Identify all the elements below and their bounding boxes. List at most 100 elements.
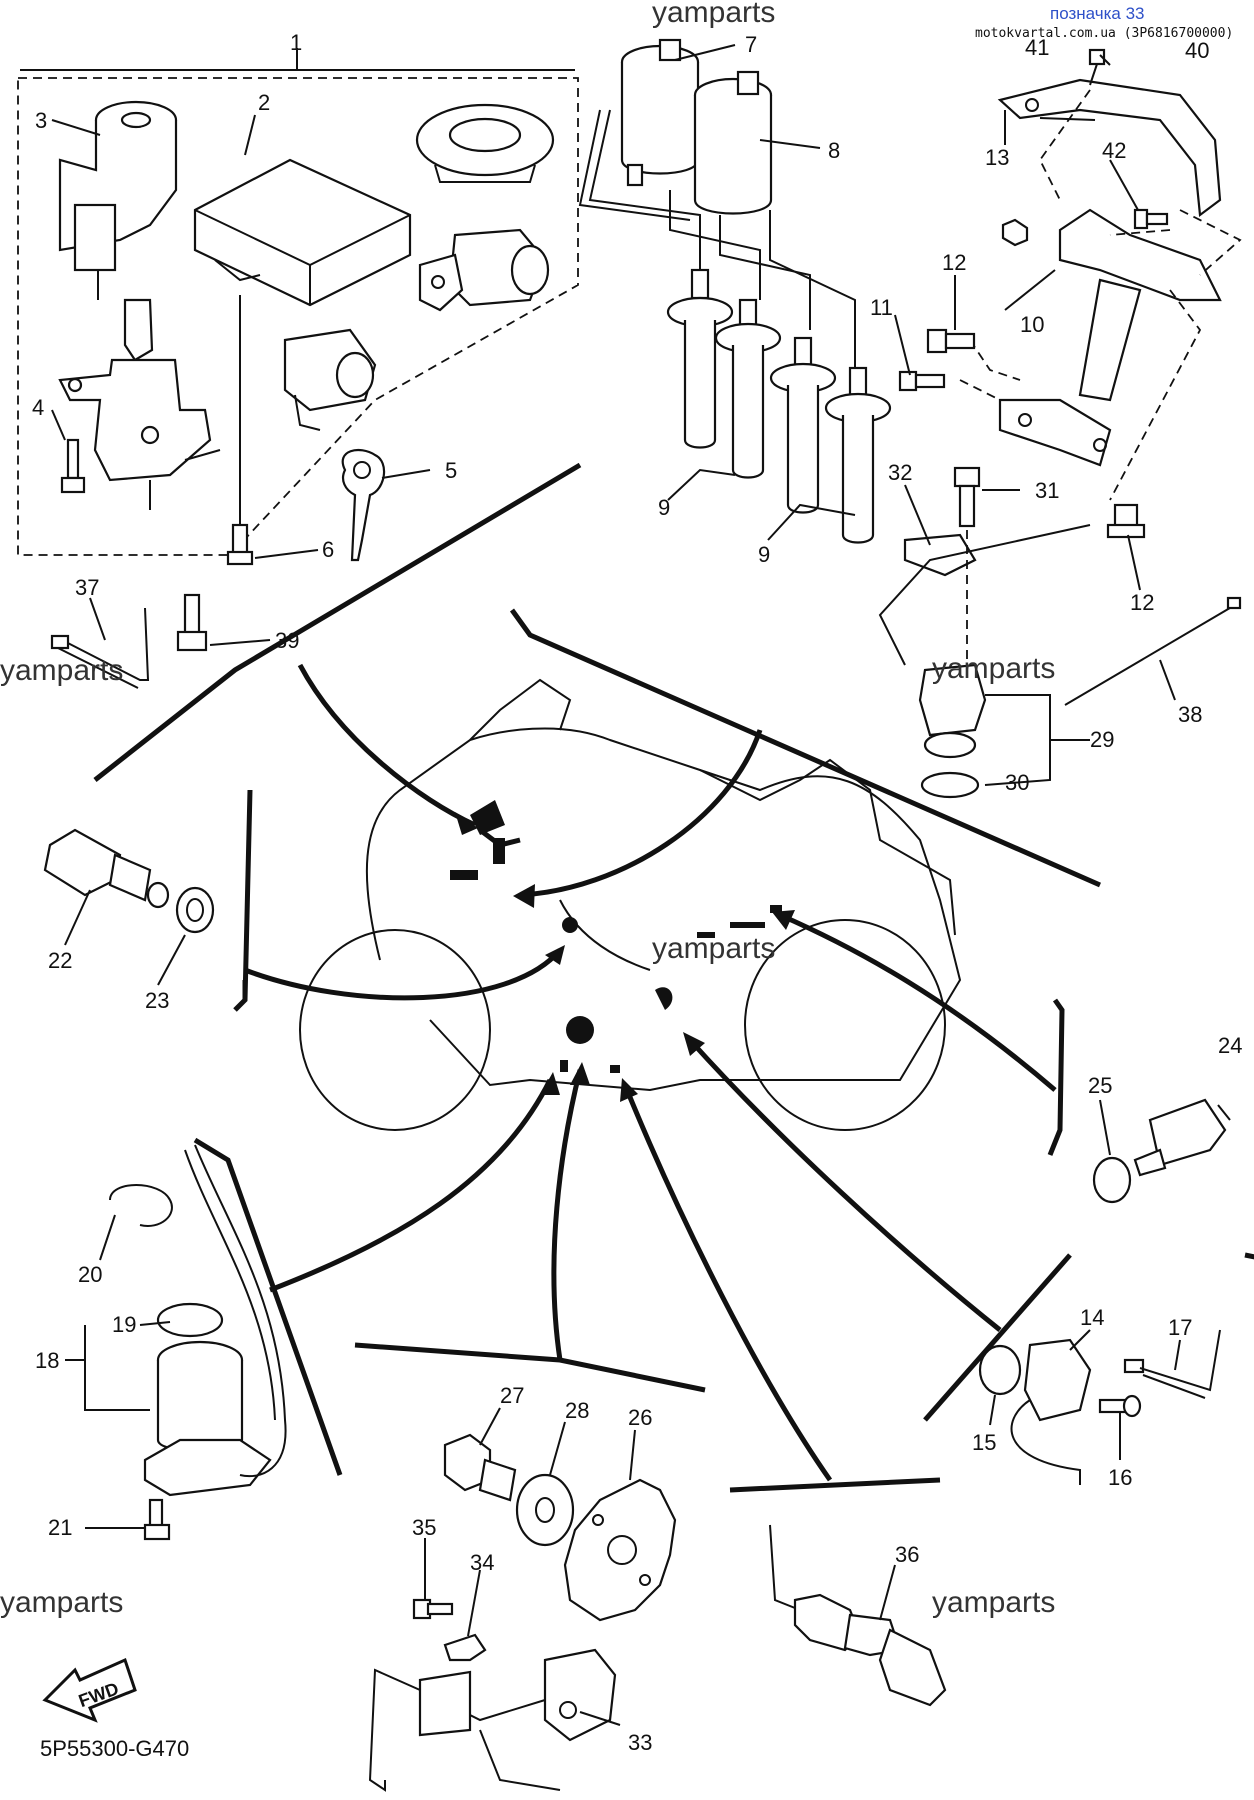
callout-25: 25 xyxy=(1088,1073,1112,1098)
bracket-dashed-guides xyxy=(959,89,1242,501)
callout-17: 17 xyxy=(1168,1315,1192,1340)
bolt-41-part xyxy=(1088,48,1106,86)
watermark-3: yamparts xyxy=(932,652,1055,685)
callout-35: 35 xyxy=(412,1515,436,1540)
bolt-16-part xyxy=(1098,1394,1142,1418)
callout-5: 5 xyxy=(445,458,457,483)
helmet-lock-part xyxy=(283,328,377,431)
callout-39: 39 xyxy=(275,628,299,653)
motorcycle-outline xyxy=(299,678,962,1131)
callout-36: 36 xyxy=(895,1542,919,1567)
fwd-arrow-icon xyxy=(42,1657,137,1723)
temp-sensor-part xyxy=(43,828,215,934)
callout-16: 16 xyxy=(1108,1465,1132,1490)
key-part xyxy=(341,448,386,562)
lead-17-part xyxy=(1123,1329,1221,1399)
watermark-6: yamparts xyxy=(932,1586,1055,1619)
watermark-2: yamparts xyxy=(0,654,123,687)
callout-24: 24 xyxy=(1218,1033,1242,1058)
sensor-24-part xyxy=(1092,1098,1227,1204)
plug-cap-1-part xyxy=(666,268,734,449)
bolt-35-part xyxy=(412,1598,454,1620)
callout-9b: 9 xyxy=(758,542,770,567)
callout-9a: 9 xyxy=(658,495,670,520)
source-label: motokvartal.com.ua (3P6816700000) xyxy=(975,26,1234,41)
plug-cap-2-part xyxy=(714,298,782,479)
cable-tie-38-part xyxy=(1064,596,1242,706)
clamp-32-part xyxy=(903,533,977,577)
lock-set-group xyxy=(17,48,579,556)
plug-leads xyxy=(578,109,856,370)
callout-23: 23 xyxy=(145,988,169,1013)
bolt-31-part xyxy=(953,466,981,690)
bolt-12-lower-part xyxy=(1106,503,1146,539)
bolt-4-part xyxy=(60,438,86,494)
callout-38: 38 xyxy=(1178,702,1202,727)
callout-1: 1 xyxy=(290,30,302,55)
bracket-40-part xyxy=(997,78,1222,218)
callout-22: 22 xyxy=(48,948,72,973)
bolt-21-part xyxy=(143,1498,171,1541)
solenoid-part xyxy=(143,1144,287,1497)
bolt-12-upper-part xyxy=(926,328,976,354)
callout-26: 26 xyxy=(628,1405,652,1430)
bolt-27-part xyxy=(443,1433,517,1502)
callout-31: 31 xyxy=(1035,478,1059,503)
plate-34-part xyxy=(443,1633,487,1662)
callout-19: 19 xyxy=(112,1312,136,1337)
ignition-coil-1-part xyxy=(620,38,700,187)
diagram-code: 5P55300-G470 xyxy=(40,1736,190,1761)
callout-34: 34 xyxy=(470,1550,494,1575)
plug-cap-4-part xyxy=(824,366,892,544)
clip-20-part xyxy=(109,1184,173,1227)
callout-42: 42 xyxy=(1102,138,1126,163)
fuel-cap-lock-part xyxy=(415,103,555,183)
callout-4: 4 xyxy=(32,395,44,420)
ignition-coil-2-part xyxy=(693,70,773,215)
sensor-14-part xyxy=(978,1338,1092,1485)
callout-14: 14 xyxy=(1080,1305,1104,1330)
pointer-arrows xyxy=(244,663,1057,1482)
callout-2: 2 xyxy=(258,90,270,115)
page-ref-label: позначка 33 xyxy=(1050,4,1145,23)
bolt-39-part xyxy=(176,593,208,652)
callout-33: 33 xyxy=(628,1730,652,1755)
o2-sensor-part xyxy=(769,1524,947,1707)
nut-13-part xyxy=(1001,218,1029,247)
callout-numbers: 1 2 3 4 5 6 7 8 9 9 10 11 12 12 13 14 15… xyxy=(32,30,1242,1755)
pickup-coil-part xyxy=(368,1648,617,1792)
callout-40: 40 xyxy=(1185,38,1209,63)
callout-7: 7 xyxy=(745,32,757,57)
callout-6: 6 xyxy=(322,537,334,562)
callout-21: 21 xyxy=(48,1515,72,1540)
callout-41: 41 xyxy=(1025,35,1049,60)
callout-29: 29 xyxy=(1090,727,1114,752)
callout-3: 3 xyxy=(35,108,47,133)
callout-20: 20 xyxy=(78,1262,102,1287)
ecu-part xyxy=(193,158,412,307)
callout-27: 27 xyxy=(500,1383,524,1408)
callout-32: 32 xyxy=(888,460,912,485)
callout-13: 13 xyxy=(985,145,1009,170)
callout-15: 15 xyxy=(972,1430,996,1455)
callout-28: 28 xyxy=(565,1398,589,1423)
bracket-10-part xyxy=(998,208,1222,467)
main-switch-part xyxy=(58,100,178,300)
steering-lock-part xyxy=(58,298,221,510)
callout-11: 11 xyxy=(870,295,893,320)
watermark-5: yamparts xyxy=(0,1586,123,1619)
watermark-1: yamparts xyxy=(652,0,775,29)
bolt-42-part xyxy=(1133,208,1169,230)
callout-8: 8 xyxy=(828,138,840,163)
leader-lines xyxy=(51,44,1231,1726)
callout-12-upper: 12 xyxy=(942,250,966,275)
callout-30: 30 xyxy=(1005,770,1029,795)
watermark-4: yamparts xyxy=(652,932,775,965)
washer-28-part xyxy=(515,1473,575,1547)
lead-37-part xyxy=(50,607,150,689)
bolt-6-part xyxy=(226,295,254,566)
callout-18: 18 xyxy=(35,1348,59,1373)
callout-37: 37 xyxy=(75,575,99,600)
speed-sensor-part xyxy=(878,524,1091,799)
